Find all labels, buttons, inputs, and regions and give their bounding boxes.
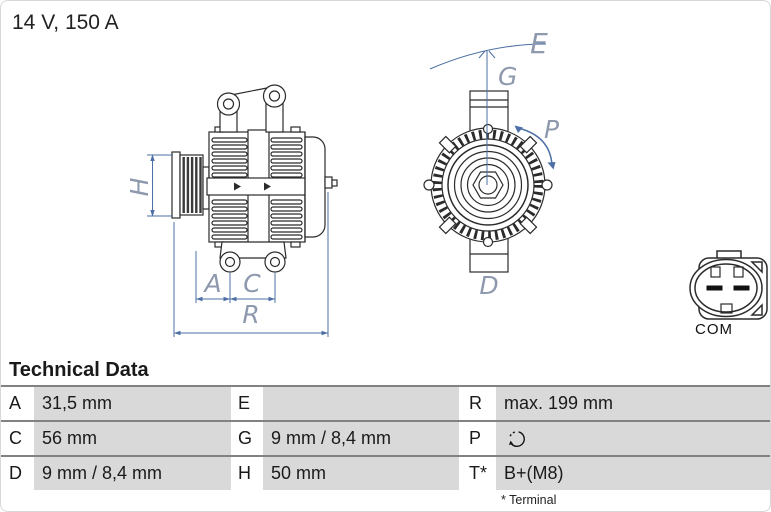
dim-label-h: H <box>125 177 154 196</box>
connector-diagram: COM <box>689 250 768 338</box>
dim-key-cell: P <box>459 422 496 455</box>
dim-key-cell: A <box>1 387 34 420</box>
top-mounting-ears <box>216 84 287 133</box>
bottom-mounting-bracket <box>219 241 287 273</box>
cooling-fins <box>211 137 303 240</box>
dim-value-cell: max. 199 mm <box>496 387 770 420</box>
dim-label-p: P <box>544 115 560 144</box>
rotation-direction-icon <box>508 430 525 447</box>
dim-value-cell <box>496 422 770 455</box>
dim-value-cell: 9 mm / 8,4 mm <box>34 457 231 490</box>
pulley <box>171 151 210 219</box>
table-row: D 9 mm / 8,4 mm H 50 mm T* B+(M8) <box>1 455 770 490</box>
terminal-stud <box>324 176 333 189</box>
dim-value-cell: 31,5 mm <box>34 387 231 420</box>
alternator-drawing: H A C R E G P D COM <box>125 27 768 338</box>
dim-key-cell: G <box>231 422 263 455</box>
dim-label-r: R <box>242 300 259 329</box>
voltage-amperage-spec: 14 V, 150 A <box>12 11 119 34</box>
alternator-side-view <box>171 84 338 273</box>
dim-label-d: D <box>479 271 498 300</box>
alternator-front-view <box>423 90 553 273</box>
terminal-footnote: * Terminal <box>501 493 557 507</box>
side-view-dimensions <box>147 154 329 337</box>
dim-value-cell <box>263 387 459 420</box>
front-view-dimensions <box>429 43 556 185</box>
table-row: C 56 mm G 9 mm / 8,4 mm P <box>1 420 770 455</box>
dim-value-cell: 50 mm <box>263 457 459 490</box>
connector-label: COM <box>695 321 733 338</box>
dim-value-cell: B+(M8) <box>496 457 770 490</box>
dim-key-cell: T* <box>459 457 496 490</box>
dim-key-cell: H <box>231 457 263 490</box>
table-row: A 31,5 mm E R max. 199 mm <box>1 385 770 420</box>
connector-pin <box>706 285 723 291</box>
dim-label-e: E <box>530 27 548 60</box>
technical-data-title: Technical Data <box>9 359 149 381</box>
dim-label-a: A <box>202 269 221 298</box>
dim-label-c: C <box>243 269 261 298</box>
connector-pin <box>733 285 750 291</box>
dim-value-cell: 56 mm <box>34 422 231 455</box>
front-hub <box>447 144 529 226</box>
dim-key-cell: E <box>231 387 263 420</box>
dim-key-cell: D <box>1 457 34 490</box>
dim-key-cell: C <box>1 422 34 455</box>
housing <box>206 126 338 248</box>
dimension-labels: H A C R E G P D <box>125 27 560 329</box>
dim-label-g: G <box>498 62 517 91</box>
dim-key-cell: R <box>459 387 496 420</box>
dim-value-cell: 9 mm / 8,4 mm <box>263 422 459 455</box>
technical-data-section: Technical Data A 31,5 mm E R max. 199 mm… <box>1 357 770 507</box>
